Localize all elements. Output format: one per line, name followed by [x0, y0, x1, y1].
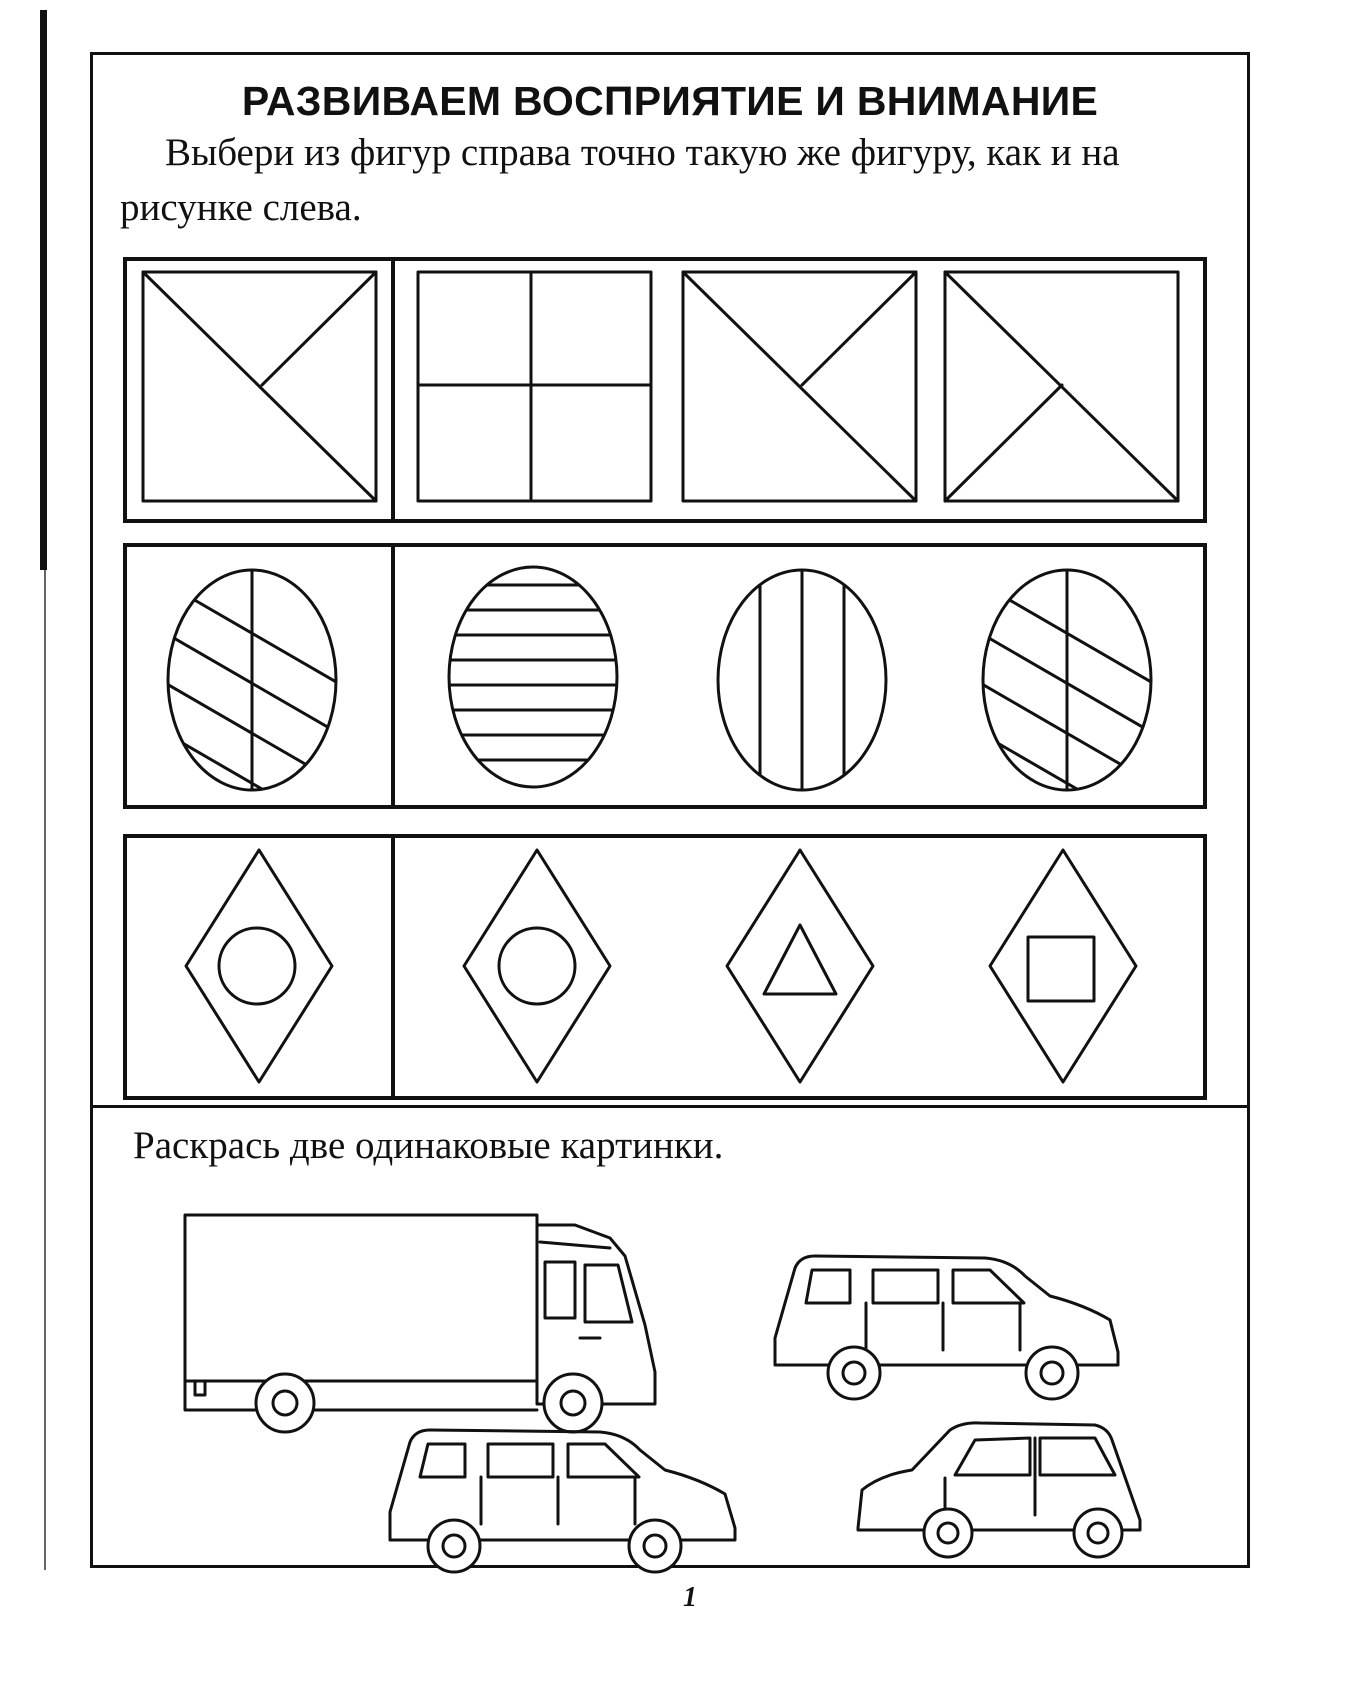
sample-square-diagonal-icon[interactable]	[141, 270, 378, 503]
option-oval-diagonal-stripes-icon[interactable]	[975, 560, 1165, 840]
instruction-match-figures: Выбери из фигур справа точно такую же фи…	[120, 131, 1120, 229]
option-oval-horizontal-stripes-icon[interactable]	[440, 565, 630, 789]
option-square-quartered-icon[interactable]	[416, 270, 653, 503]
row-squares	[123, 257, 1207, 523]
option-rhombus-circle-icon[interactable]	[462, 848, 612, 1084]
row-ovals-box	[123, 543, 1207, 809]
option-square-diagonal-lower-icon[interactable]	[943, 270, 1180, 503]
sample-rhombus-circle-icon[interactable]	[184, 848, 334, 1084]
option-square-diagonal-icon[interactable]	[681, 270, 918, 503]
row-rhombuses-box	[123, 834, 1207, 1100]
instruction-color-cars: Раскрась две одинаковые картинки.	[133, 1124, 724, 1167]
hatchback-icon[interactable]	[856, 1421, 1142, 1559]
section-divider	[90, 1105, 1250, 1108]
page-number: 1	[683, 1582, 697, 1613]
row-ovals	[123, 543, 1207, 840]
option-rhombus-square-icon[interactable]	[988, 848, 1138, 1084]
minivan-icon[interactable]	[388, 1428, 737, 1574]
page-margin-mark	[40, 10, 47, 570]
sample-oval-diagonal-stripes-icon[interactable]	[160, 560, 350, 840]
page-title: РАЗВИВАЕМ ВОСПРИЯТИЕ И ВНИМАНИЕ	[241, 78, 1099, 124]
option-oval-vertical-stripes-icon[interactable]	[716, 560, 888, 800]
truck-icon[interactable]	[183, 1213, 657, 1434]
page-margin-line	[44, 570, 46, 1570]
row-squares-box	[123, 257, 1207, 523]
row-rhombuses	[123, 834, 1207, 1100]
option-rhombus-triangle-icon[interactable]	[725, 848, 875, 1084]
minivan-icon[interactable]	[773, 1254, 1120, 1401]
